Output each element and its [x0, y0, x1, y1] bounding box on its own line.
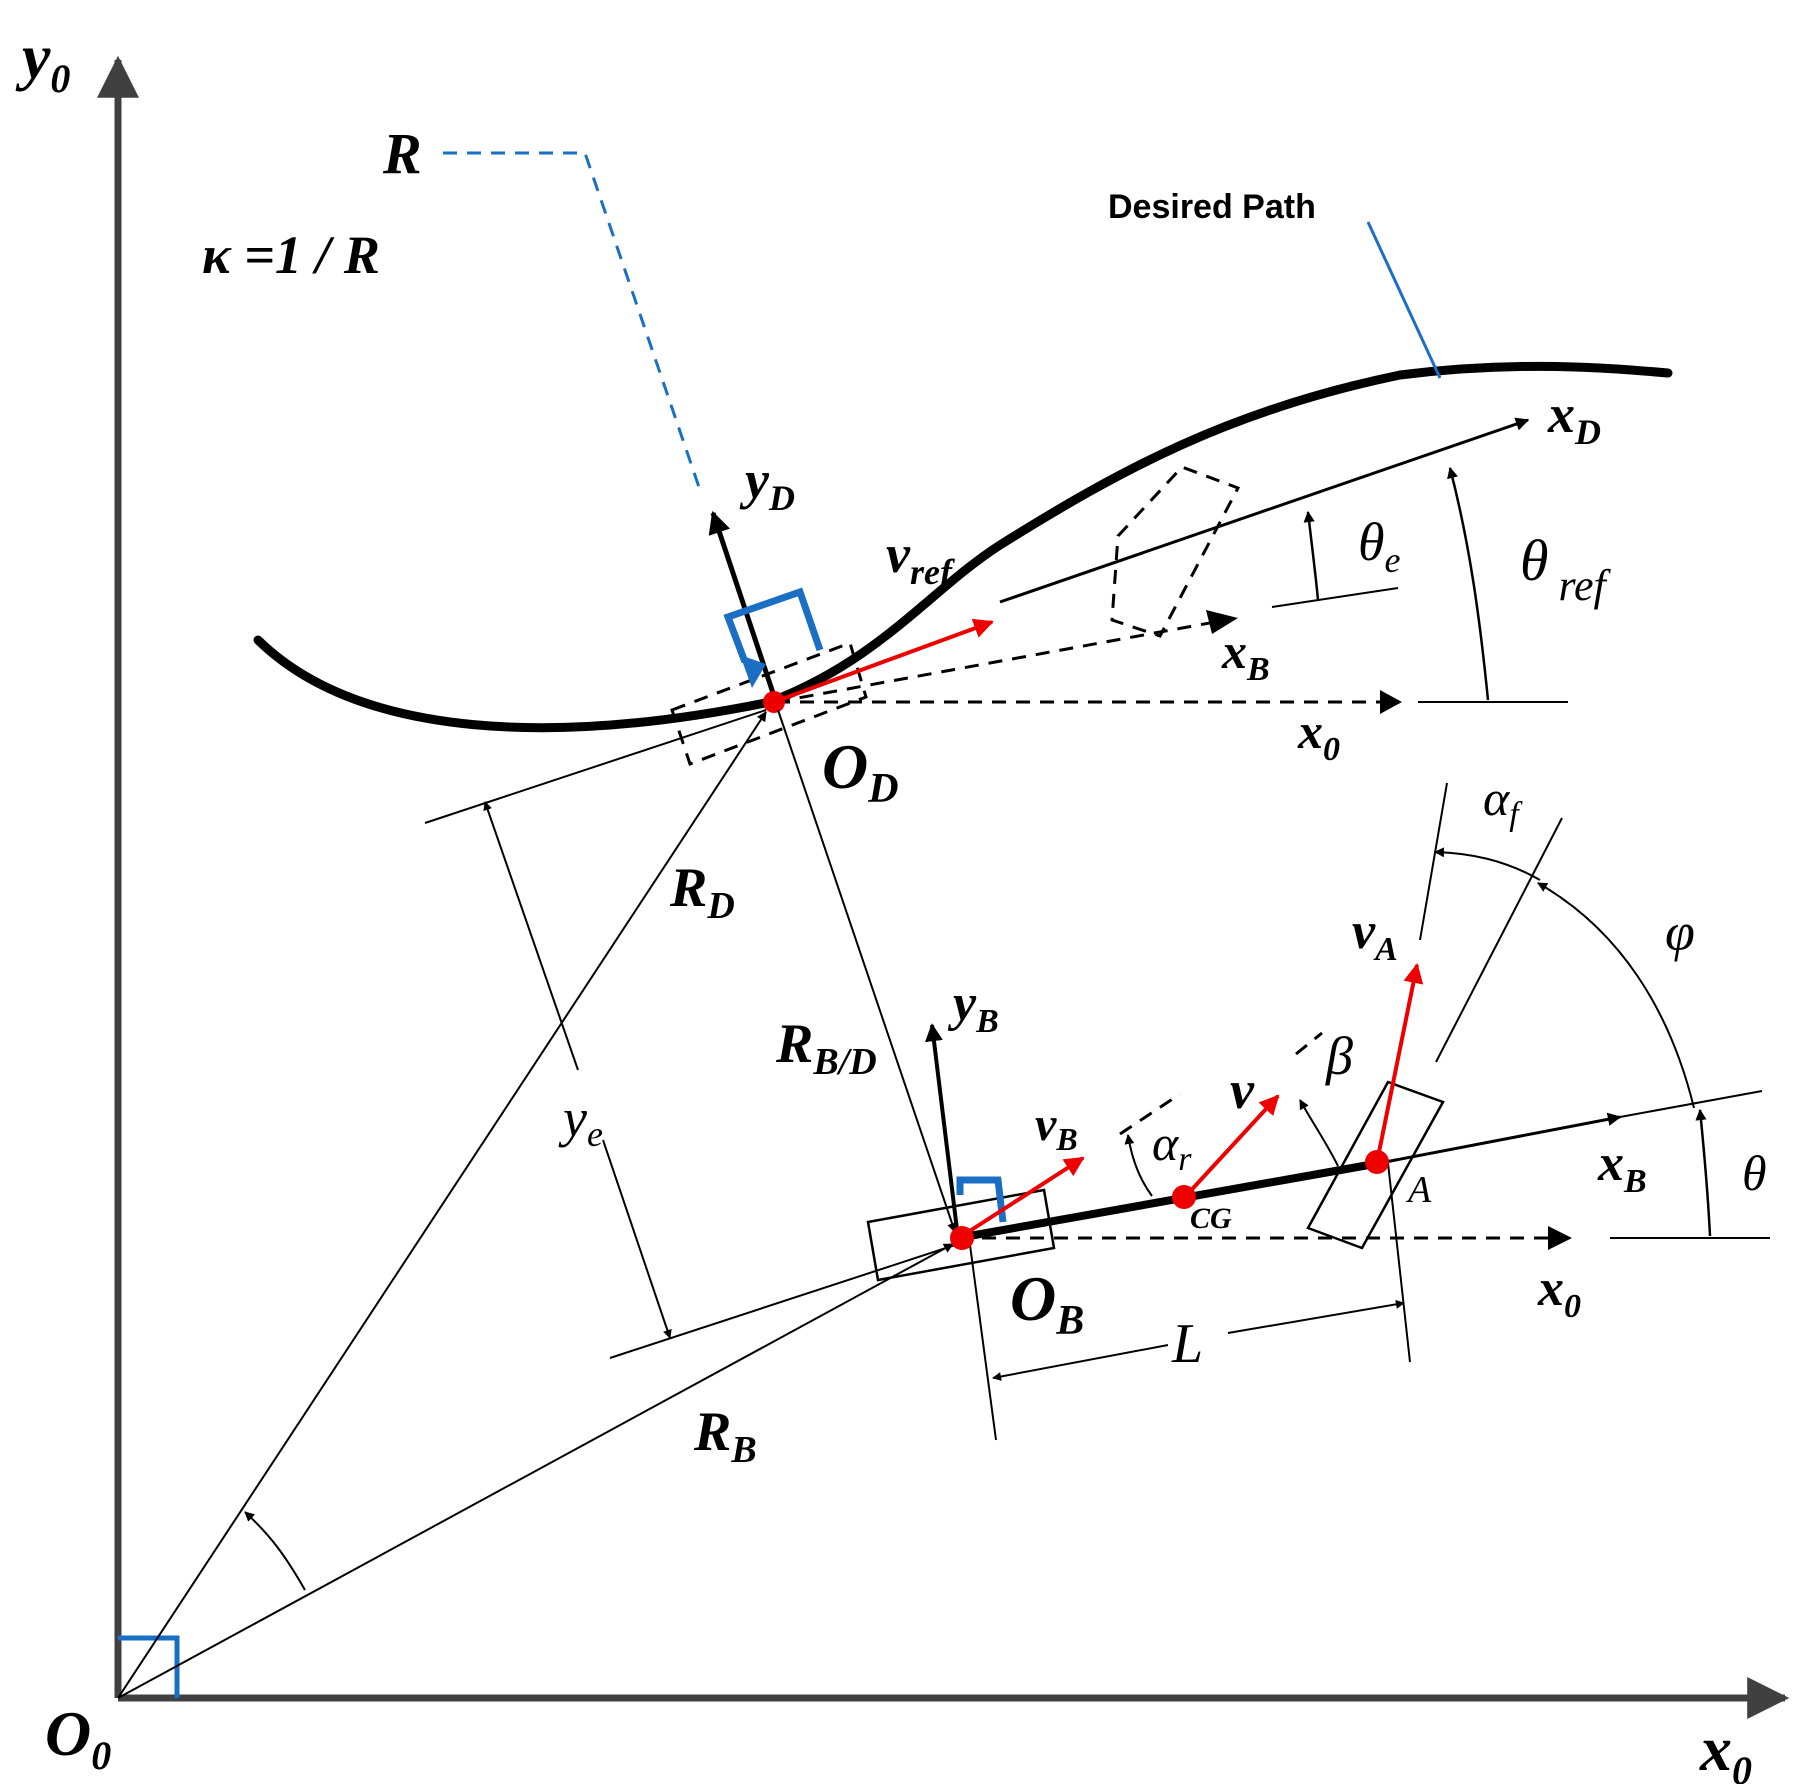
vA-label: vA: [1352, 903, 1398, 968]
origin-right-angle-marker: [118, 1635, 180, 1698]
front-wheel-outline: [1306, 1080, 1445, 1250]
alpha-r-arc: [1124, 1134, 1153, 1197]
ye-extension-upper: [424, 709, 767, 824]
L-dimension-right: [1227, 1299, 1405, 1334]
beta-arc: [1299, 1099, 1339, 1167]
beta-label: β: [1325, 1026, 1353, 1086]
body-right-angle-marker: [956, 1176, 1007, 1223]
alpha-f-label: αf: [1483, 770, 1523, 833]
desired-frame-xB-dashed: [775, 620, 1216, 704]
vA-vector: [1375, 963, 1424, 1163]
desired-path-callout-line: [1366, 221, 1442, 379]
phi-arc: [1537, 882, 1695, 1109]
y0-axis-label: y0: [15, 21, 70, 101]
RB-label: RB: [693, 1401, 757, 1471]
x0-dashed-arrowhead-upper: [1380, 690, 1402, 714]
desired-right-angle-marker-tip: [740, 655, 766, 688]
ye-dimension-upper-arrow: [483, 801, 579, 1071]
alpha-f-arc: [1434, 847, 1541, 881]
RB-vector: [117, 1243, 954, 1699]
yB-label: yB: [947, 975, 999, 1040]
xB-axis: [1379, 1112, 1622, 1165]
v-vector: [1182, 1094, 1280, 1200]
theta-arc: [1695, 1108, 1712, 1237]
A-point: [1365, 1150, 1389, 1174]
yB-axis: [925, 1023, 960, 1239]
yD-axis: [708, 510, 779, 703]
theta-e-reference-line: [1271, 587, 1399, 608]
ye-extension-lower: [609, 1244, 956, 1359]
vref-vector: [773, 618, 994, 704]
OB-label: OB: [1010, 1263, 1084, 1344]
v-label: v: [1230, 1060, 1255, 1120]
theta-label: θ: [1742, 1145, 1767, 1201]
vref-label: vref: [886, 524, 955, 592]
RBD-label: RB/D: [775, 1013, 877, 1083]
origin-label: O0: [45, 1698, 111, 1778]
xB-upper-label: xB: [1221, 623, 1270, 688]
x0-upper-label: x0: [1297, 703, 1340, 768]
theta-ref-arc: [1447, 466, 1490, 701]
desired-vehicle-outline: [670, 641, 868, 766]
ye-label: ye: [558, 1088, 603, 1154]
beta-guide: [1295, 1031, 1323, 1056]
L-dimension-left: [992, 1344, 1169, 1381]
desired-path-curve: [253, 361, 1673, 733]
L-label: L: [1171, 1313, 1203, 1375]
A-label: A: [1405, 1169, 1432, 1211]
xD-axis: [999, 417, 1530, 604]
theta-e-arc: [1303, 510, 1320, 601]
OD-point: [763, 691, 785, 713]
RD-vector: [117, 711, 767, 1699]
desired-front-wheel-outline: [1110, 465, 1241, 638]
CG-label: CG: [1190, 1202, 1232, 1235]
x0-lower-label: x0: [1537, 1260, 1581, 1325]
R-label: R: [382, 121, 422, 186]
desired-path-label: Desired Path: [1108, 188, 1316, 226]
CG-point: [1172, 1185, 1196, 1209]
xB-dashed-arrowhead-upper: [1206, 610, 1238, 634]
OD-label: OD: [822, 731, 899, 812]
alpha-f-guide-line: [1419, 782, 1448, 941]
vehicle-body-axis: [957, 1159, 1381, 1242]
curvature-label: κ =1 / R: [202, 225, 380, 285]
xD-label: xD: [1547, 384, 1601, 452]
alpha-r-guide: [1119, 1092, 1181, 1136]
x0-dashed-arrowhead-lower: [1548, 1226, 1572, 1250]
RD-label: RD: [669, 857, 735, 927]
ye-dimension-lower-arrow: [602, 1139, 672, 1339]
OB-point: [950, 1226, 974, 1250]
alpha-r-label: αr: [1152, 1115, 1192, 1178]
phi-label: φ: [1665, 902, 1695, 962]
xB-axis-ext: [1619, 1090, 1763, 1118]
front-wheel-heading-line: [1435, 817, 1563, 1063]
vB-label: vB: [1035, 1098, 1078, 1157]
x0-axis-label: x0: [1699, 1713, 1752, 1784]
vB-vector: [960, 1156, 1085, 1238]
radius-callout-dashed: [443, 151, 702, 491]
rear-wheel-outline: [866, 1188, 1056, 1282]
xB-lower-label: xB: [1597, 1135, 1647, 1200]
front-wheel-perp-line: [1387, 1162, 1411, 1363]
yD-label: yD: [739, 450, 795, 518]
L-extension-left: [967, 1229, 997, 1441]
desired-right-angle-marker: [723, 587, 824, 664]
origin-angle-arc: [244, 1511, 306, 1591]
RBD-vector: [777, 709, 957, 1233]
theta-e-label: θe: [1358, 512, 1401, 580]
